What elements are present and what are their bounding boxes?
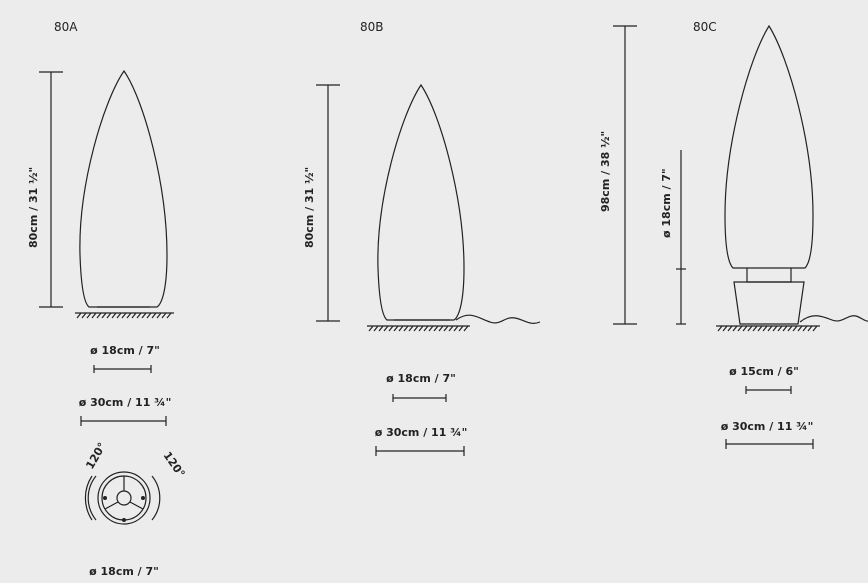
mount-angle-right-label: 120° [161, 449, 188, 480]
variant-80c-base [733, 281, 805, 325]
variant-80c-cable [799, 315, 868, 323]
variant-80c-inner-diameter-dimension [745, 386, 792, 394]
variant-80c-ground [716, 325, 820, 332]
variant-80c-base-height-dimension [676, 150, 686, 325]
variant-80b-height-dimension [316, 84, 340, 322]
variant-80c-base-height-label: ø 18cm / 7" [660, 168, 673, 238]
variant-80a-label: 80A [54, 20, 78, 34]
variant-80a-inner-diameter-label: ø 18cm / 7" [90, 344, 160, 357]
variant-80c-height-dimension [613, 25, 637, 325]
variant-80a-ground [75, 312, 174, 319]
variant-80c-label: 80C [693, 20, 717, 34]
variant-80a-inner-diameter-dimension [93, 365, 152, 373]
variant-80b-height-label: 80cm / 31 ½" [303, 167, 316, 248]
variant-80c-outer-diameter-dimension [725, 439, 814, 449]
variant-80b-lamp-shape [377, 83, 465, 321]
variant-80c-outer-diameter-label: ø 30cm / 11 ¾" [721, 420, 814, 433]
variant-80b-inner-diameter-dimension [392, 394, 447, 402]
mount-diameter-label: ø 18cm / 7" [89, 565, 159, 578]
variant-80c-height-label: 98cm / 38 ½" [599, 131, 612, 212]
variant-80a-height-dimension [39, 71, 63, 308]
variant-80c-neck [746, 268, 792, 283]
variant-80a-outer-diameter-label: ø 30cm / 11 ¾" [79, 396, 172, 409]
variant-80b-ground [367, 325, 470, 332]
variant-80b-cable [455, 314, 541, 324]
variant-80a-height-label: 80cm / 31 ½" [27, 167, 40, 248]
variant-80a-lamp-shape [79, 69, 168, 308]
variant-80b-label: 80B [360, 20, 384, 34]
variant-80b-inner-diameter-label: ø 18cm / 7" [386, 372, 456, 385]
variant-80c-inner-diameter-label: ø 15cm / 6" [729, 365, 799, 378]
variant-80a-outer-diameter-dimension [80, 416, 167, 426]
mount-angle-left-label: 120° [83, 440, 108, 471]
variant-80b-outer-diameter-dimension [375, 446, 465, 456]
variant-80b-outer-diameter-label: ø 30cm / 11 ¾" [375, 426, 468, 439]
mount-plate-drawing [84, 471, 161, 525]
variant-80c-lamp-shape [724, 24, 814, 269]
